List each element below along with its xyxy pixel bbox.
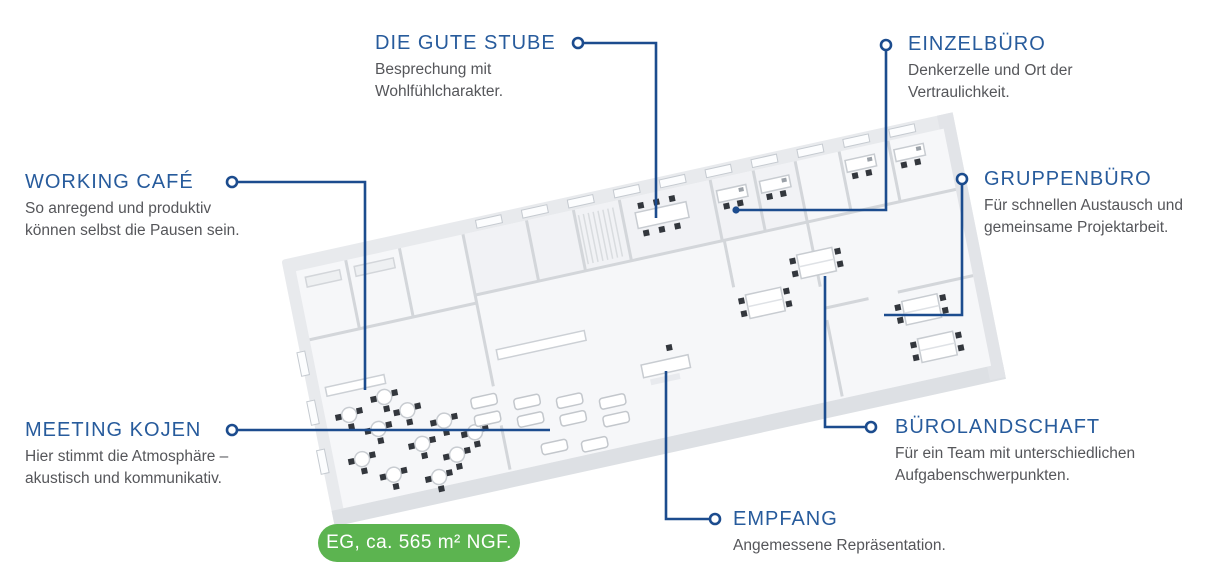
callout-gruppenbuero: GRUPPENBÜRO Für schnellen Austausch und …	[984, 167, 1229, 239]
callout-meeting-kojen: MEETING KOJEN Hier stimmt die Atmosphäre…	[25, 418, 315, 490]
area-badge: EG, ca. 565 m² NGF.	[318, 524, 520, 562]
callout-title: GRUPPENBÜRO	[984, 168, 1152, 190]
callout-desc: Angemessene Repräsentation.	[733, 537, 946, 554]
callout-desc: Besprechung mit Wohlfühlcharakter.	[375, 61, 504, 100]
callout-title: WORKING CAFÉ	[25, 171, 194, 193]
callout-empfang: EMPFANG Angemessene Repräsentation.	[733, 507, 1033, 557]
leader-empfang	[664, 371, 722, 526]
stairs	[577, 207, 624, 265]
callout-title: MEETING KOJEN	[25, 419, 202, 441]
callout-buerolandschaft: BÜROLANDSCHAFT Für ein Team mit untersch…	[895, 415, 1229, 487]
callout-einzelbuero: EINZELBÜRO Denkerzelle und Ort der Vertr…	[908, 32, 1178, 104]
leader-meeting-kojen	[225, 423, 550, 437]
interior-walls	[309, 140, 974, 470]
callout-title: EMPFANG	[733, 508, 838, 530]
callout-title: EINZELBÜRO	[908, 33, 1046, 55]
leader-buerolandschaft	[823, 276, 878, 434]
callout-desc: Für ein Team mit unterschiedlichen Aufga…	[895, 445, 1136, 484]
building-right-wall	[937, 112, 1006, 381]
leader-gute-stube	[571, 36, 658, 218]
callout-title: DIE GUTE STUBE	[375, 32, 556, 54]
leader-working-cafe	[225, 175, 367, 390]
meeting-room-table	[634, 195, 690, 237]
windows	[296, 123, 917, 475]
counters	[304, 257, 588, 398]
building-front-wall	[331, 363, 1006, 527]
callout-gute-stube: DIE GUTE STUBE Besprechung mit Wohlfühlc…	[375, 31, 625, 103]
leader-gruppenbuero	[884, 172, 969, 317]
callout-desc: Denkerzelle und Ort der Vertraulichkeit.	[908, 62, 1073, 101]
callout-title: BÜROLANDSCHAFT	[895, 416, 1101, 438]
leader-lines	[225, 36, 969, 526]
callout-working-cafe: WORKING CAFÉ So anregend und produktiv k…	[25, 170, 315, 242]
reception-counter	[640, 343, 692, 386]
callout-desc: Für schnellen Austausch und gemeinsame P…	[984, 197, 1184, 236]
building-floor	[295, 128, 992, 509]
callout-desc: Hier stimmt die Atmosphäre – akustisch u…	[25, 448, 229, 487]
leader-einzelbuero	[732, 38, 893, 214]
callout-desc: So anregend und produktiv können selbst …	[25, 200, 240, 239]
building	[281, 112, 1006, 527]
